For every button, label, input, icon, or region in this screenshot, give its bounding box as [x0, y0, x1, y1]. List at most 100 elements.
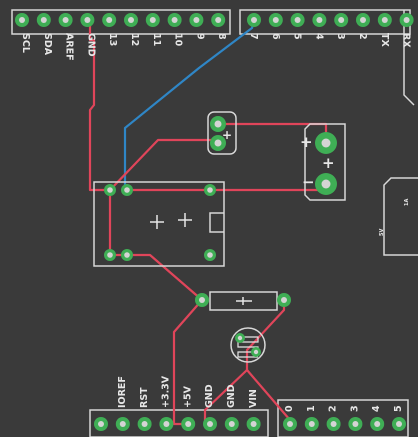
pin-label: +5V [182, 385, 193, 408]
board-outlines [11, 9, 418, 437]
trace-gnd-top [88, 18, 112, 192]
pin-label: 9 [194, 33, 205, 40]
header-pad-hole [308, 421, 315, 427]
terminal-plus-sign: + [300, 133, 313, 151]
terminal-block-outline [304, 123, 346, 201]
header-pad-hole [287, 421, 293, 427]
pin-label: SCL [20, 33, 31, 53]
relay-pad-hole [124, 187, 130, 193]
resistor-outline [209, 291, 278, 311]
header-pad-hole [251, 17, 257, 23]
pin-label: 7 [248, 33, 259, 40]
header-pad-hole [128, 17, 134, 23]
relay-plus-marks [150, 213, 192, 229]
header-pad-hole [141, 421, 148, 427]
header-pad-hole [62, 17, 69, 23]
pin-label: 4 [313, 33, 324, 40]
header-pad-hole [330, 421, 337, 427]
pin-label: IOREF [117, 376, 128, 408]
terminal-pad-hole [321, 138, 331, 148]
silkscreen-text: + − + + 1A 5V [222, 128, 410, 236]
ldr-pad-hole [253, 349, 259, 355]
resistor-pad-hole [281, 297, 287, 303]
pin-label: GND [85, 33, 96, 57]
trace-resistor-down [172, 298, 204, 426]
trace-pin7-blue [123, 18, 256, 192]
header-pad-hole [193, 17, 200, 23]
jumper-pad-hole [214, 120, 222, 128]
trace-sensor-to-resistor [125, 253, 204, 302]
pin-label: 5 [393, 405, 404, 412]
header-pad-hole [396, 421, 402, 427]
pin-label: SDA [42, 33, 53, 56]
trace-relay-bus [125, 184, 328, 192]
relay-pad-hole [107, 187, 113, 193]
relay-pad-hole [207, 252, 213, 258]
header-pad-hole [338, 17, 345, 23]
header-pad-hole [374, 421, 381, 427]
header-pad-hole [185, 421, 192, 427]
header-pad-hole [40, 17, 47, 23]
header-pad-hole [149, 17, 156, 23]
dc-jack-label-b: 5V [379, 229, 385, 236]
ldr-squiggle [236, 336, 259, 358]
terminal-minus-sign: − [302, 173, 315, 191]
jumper-plus-sign: + [222, 128, 232, 142]
pin-label: 3 [335, 33, 346, 40]
header-pad-hole [84, 17, 91, 23]
ldr-outline [230, 327, 266, 363]
resistor-pad-hole [199, 297, 205, 303]
header-pad-hole [403, 17, 410, 23]
header-pad-hole [250, 421, 257, 427]
pin-label: GND [204, 384, 215, 408]
dc-jack-label-a: 1A [404, 199, 410, 206]
terminal-plus-sign-2: + [322, 154, 335, 172]
pin-label: 12 [129, 33, 140, 46]
pin-label: 11 [151, 33, 162, 46]
jumper-pad-hole [214, 139, 222, 147]
header-pad-hole [98, 421, 104, 427]
pin-label: 2 [328, 405, 339, 412]
header-pad-hole [171, 17, 178, 23]
board-edge-right [403, 10, 415, 106]
header-pad-hole [294, 17, 301, 23]
header-pad-hole [215, 17, 222, 23]
header-pad-hole [360, 17, 366, 23]
relay-pad-hole [207, 187, 213, 193]
jumper-outline [207, 111, 237, 155]
pin-label: 10 [173, 33, 184, 47]
header-pad-hole [163, 421, 170, 427]
pin-label: AREF [64, 33, 75, 61]
header-frame-bottom-left [89, 409, 269, 437]
relay-notch [209, 212, 224, 233]
pin-label: 4 [371, 405, 382, 412]
header-pad-hole [207, 421, 213, 427]
header-pad-hole [106, 17, 113, 23]
header-frame-top-left [11, 9, 231, 35]
dc-jack-outline [383, 177, 418, 256]
header-pad-hole [19, 17, 25, 23]
header-pad-hole [316, 17, 323, 23]
pads [15, 13, 414, 431]
pin-label: RX [401, 33, 412, 48]
header-top-left-labels: SCL SDA AREF GND 13 12 11 10 9 8 [20, 33, 227, 61]
pin-label: 8 [216, 33, 227, 40]
pin-label: TX [379, 33, 390, 47]
header-frame-bottom-right [277, 399, 409, 437]
traces [88, 18, 328, 426]
header-pad-hole [272, 17, 279, 23]
pin-label: RST [139, 387, 150, 408]
pin-label: VIN [248, 389, 259, 408]
pin-label: 13 [107, 33, 118, 46]
pin-label: 2 [357, 33, 368, 40]
pin-label: 5 [292, 33, 303, 40]
relay-module-outline [93, 181, 225, 267]
ldr-pad-hole [237, 335, 243, 341]
relay-pad-hole [107, 252, 113, 258]
pin-label: GND [226, 384, 237, 408]
trace-gnd-to-sensor-block [108, 188, 129, 257]
